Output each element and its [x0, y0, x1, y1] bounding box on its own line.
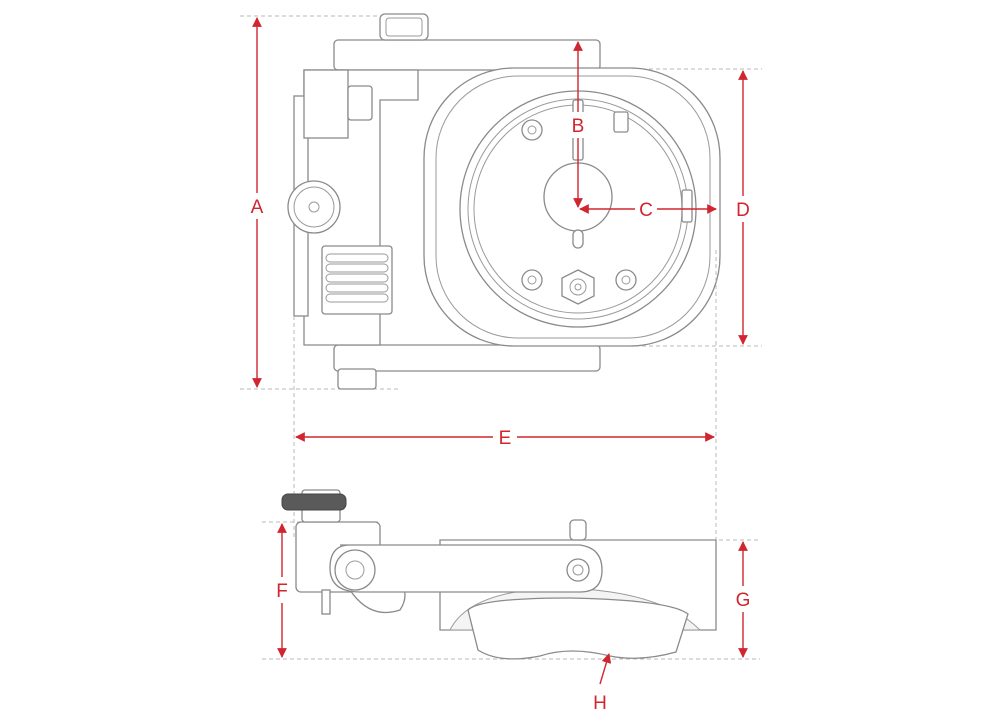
spring-coils — [325, 253, 389, 303]
latch — [613, 111, 629, 133]
top-knob-inner — [385, 17, 423, 37]
screw-top-left — [521, 119, 543, 141]
dimension-label-f: F — [276, 581, 288, 602]
side-view: E F G H — [262, 250, 760, 714]
knurled-wheel — [287, 180, 341, 234]
dimension-label-b: B — [572, 116, 585, 137]
clamp-tab — [347, 85, 373, 121]
knurled-knob-side — [281, 493, 347, 511]
knurled-wheel-inner — [293, 186, 335, 228]
dimension-label-g: G — [736, 590, 751, 611]
side-notch — [681, 189, 693, 223]
dimension-label-e: E — [499, 428, 512, 449]
bottom-tab — [337, 368, 377, 390]
top-knob — [379, 13, 429, 41]
dimension-label-h: H — [593, 693, 607, 714]
spring-housing — [321, 245, 393, 315]
lever-screw-head — [572, 564, 584, 576]
slot-bottom — [572, 229, 584, 249]
dimension-label-a: A — [251, 197, 264, 218]
top-view: A B C D — [240, 13, 762, 390]
top-bar — [333, 39, 601, 71]
screw-bottom-right — [615, 269, 637, 291]
lever-screw — [566, 558, 590, 582]
dimension-label-c: C — [639, 200, 653, 221]
screw-bottom-left — [521, 269, 543, 291]
clamp-block — [303, 69, 349, 139]
hex-nut — [561, 269, 595, 305]
leader-line-h — [599, 653, 612, 685]
pivot-hex-socket — [345, 560, 365, 580]
dish-bottom — [467, 597, 689, 660]
wheel-screw — [308, 201, 320, 213]
bottom-bar — [333, 344, 601, 372]
dimension-label-d: D — [736, 200, 750, 221]
top-pin — [569, 519, 587, 541]
lever-arm — [329, 544, 603, 593]
side-pin — [321, 589, 331, 615]
pivot-disc — [334, 549, 376, 591]
